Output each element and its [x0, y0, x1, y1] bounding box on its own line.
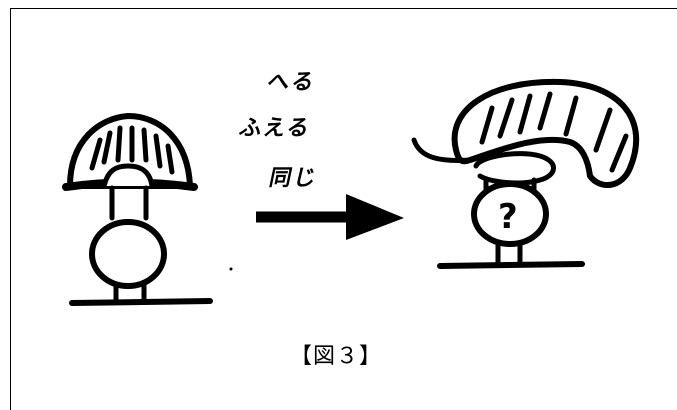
- left-ground: [69, 298, 213, 306]
- arrow: [256, 194, 404, 240]
- left-figure: [62, 113, 213, 306]
- right-cap: [451, 78, 640, 188]
- figure-caption: 【図３】: [290, 344, 383, 369]
- label-same: 同じ: [266, 166, 321, 191]
- question-mark: ?: [498, 197, 518, 237]
- right-body: [471, 181, 549, 247]
- label-increase: ふえる: [236, 116, 314, 141]
- right-ground: [437, 261, 585, 269]
- right-figure: ?: [411, 78, 640, 269]
- label-decrease: へる: [264, 70, 319, 95]
- figure-frame: [10, 8, 677, 410]
- left-body: [89, 219, 167, 289]
